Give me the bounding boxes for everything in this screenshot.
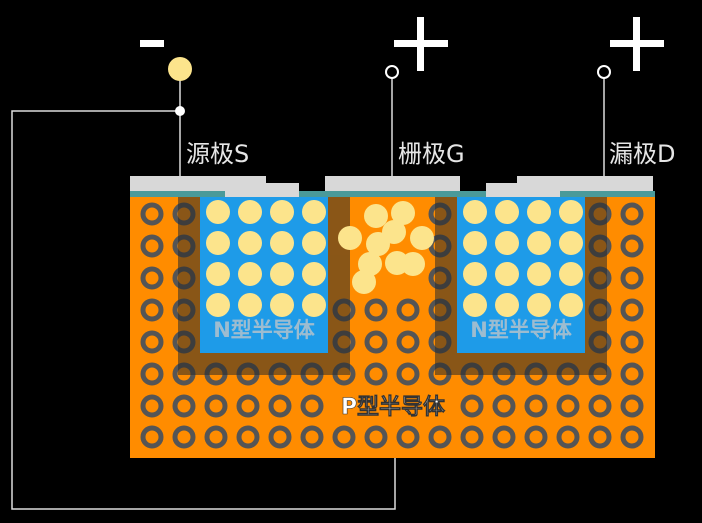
electron (302, 262, 326, 286)
electron (463, 262, 487, 286)
electron (559, 200, 583, 224)
electron (238, 200, 262, 224)
electron (270, 231, 294, 255)
electron (270, 262, 294, 286)
electron (527, 262, 551, 286)
n-region-right-label: N型半导体 (470, 318, 573, 342)
electron (302, 231, 326, 255)
drain-terminal-ring (598, 66, 610, 78)
electron (302, 293, 326, 317)
electron (463, 200, 487, 224)
channel-electron (410, 226, 434, 250)
electron (495, 262, 519, 286)
electron (206, 231, 230, 255)
channel-electron (352, 270, 376, 294)
electron (559, 293, 583, 317)
source-terminal-dot (168, 57, 192, 81)
channel-electron (338, 226, 362, 250)
electron (302, 200, 326, 224)
source-label: 源极S (186, 140, 249, 168)
electron (206, 293, 230, 317)
electron (238, 262, 262, 286)
electron (463, 231, 487, 255)
electron (270, 200, 294, 224)
source-junction-dot (175, 106, 185, 116)
electron (495, 231, 519, 255)
drain-contact-step (486, 183, 560, 197)
electron (206, 200, 230, 224)
electron (238, 293, 262, 317)
electron (238, 231, 262, 255)
source-contact-step (225, 183, 299, 197)
oxide-layer (130, 191, 655, 197)
drain-label: 漏极D (609, 140, 675, 168)
source-minus-sign (140, 40, 164, 47)
p-region-label: P型半导体 (341, 395, 446, 420)
gate-plus-sign (394, 17, 448, 71)
electron (495, 293, 519, 317)
electron (527, 231, 551, 255)
channel-electron (364, 204, 388, 228)
electron (270, 293, 294, 317)
n-region-left-label: N型半导体 (213, 318, 316, 342)
gate-label: 栅极G (398, 140, 465, 168)
electron (559, 231, 583, 255)
electron (206, 262, 230, 286)
electron (527, 200, 551, 224)
gate-contact (325, 176, 460, 191)
gate-terminal-ring (386, 66, 398, 78)
electron (527, 293, 551, 317)
electron (559, 262, 583, 286)
drain-plus-sign (610, 17, 664, 71)
electron (463, 293, 487, 317)
channel-electron (401, 252, 425, 276)
electron (495, 200, 519, 224)
